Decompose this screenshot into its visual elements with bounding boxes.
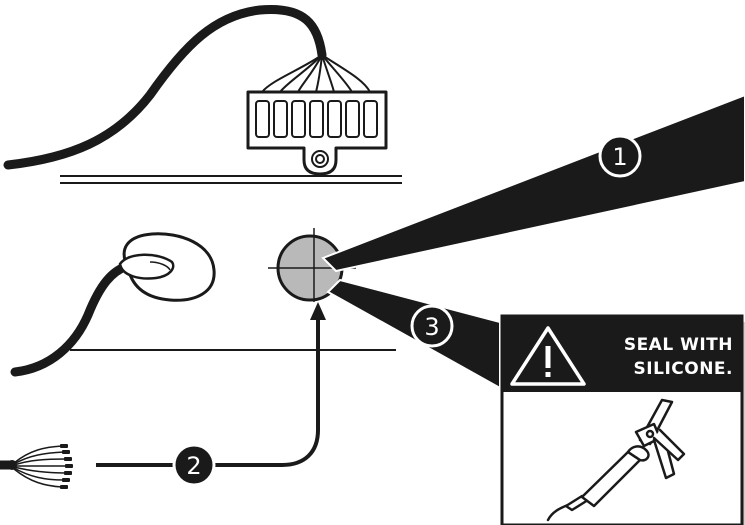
wire-harness-icon bbox=[0, 445, 67, 488]
callout-2-badge bbox=[172, 443, 216, 487]
warning-line-1: SEAL WITH bbox=[624, 335, 733, 355]
top-surface-line bbox=[60, 175, 402, 184]
wire-terminals bbox=[60, 444, 73, 489]
callout-3: 3 bbox=[326, 278, 501, 390]
callout-3-badge bbox=[410, 304, 454, 348]
grommet-seal bbox=[118, 253, 175, 280]
caulking-gun-icon bbox=[546, 398, 686, 522]
callout-1-number: 1 bbox=[612, 143, 627, 171]
routing-arrowhead-icon bbox=[310, 302, 326, 320]
middle-cable bbox=[10, 260, 135, 377]
routing-arrow-line bbox=[96, 318, 320, 467]
callout-2-number: 2 bbox=[186, 452, 201, 480]
callout-3-number: 3 bbox=[424, 313, 439, 341]
warning-triangle-icon bbox=[510, 326, 586, 386]
connector-wires bbox=[261, 54, 371, 93]
connector-assembly bbox=[3, 4, 402, 184]
callout-1-badge bbox=[598, 134, 642, 178]
warning-line-2: SILICONE. bbox=[634, 359, 733, 379]
callout-2: 2 bbox=[0, 302, 326, 489]
grommet-assembly bbox=[10, 232, 396, 377]
seal-warning-panel: SEAL WITH SILICONE. bbox=[500, 314, 745, 525]
top-cable bbox=[3, 4, 327, 170]
panel-header bbox=[502, 316, 742, 392]
mounting-screw-icon bbox=[311, 150, 329, 168]
connector-pins bbox=[255, 100, 378, 138]
callout-1: 1 bbox=[321, 93, 745, 273]
